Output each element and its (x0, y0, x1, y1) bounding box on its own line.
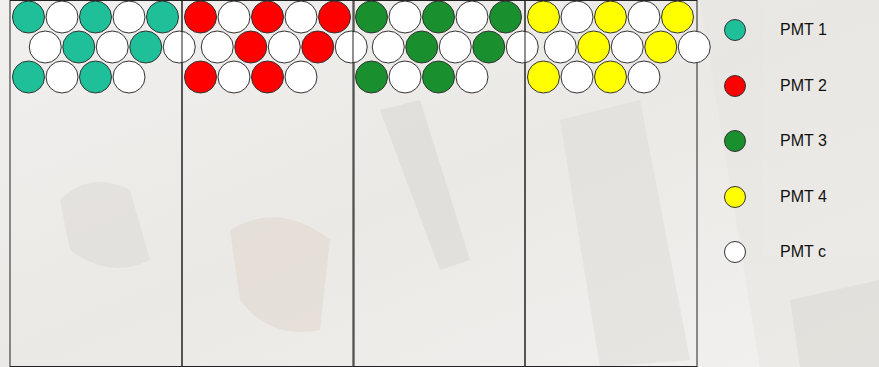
pmt-pixel (628, 61, 660, 93)
pmt-pixel (285, 1, 317, 33)
pmt-pixel (678, 31, 710, 63)
pmt-pixel (473, 31, 505, 63)
panel-border (10, 1, 182, 367)
pmt-pixel (578, 31, 610, 63)
faded-photo-shapes (60, 0, 879, 367)
pmt-pixel (252, 1, 284, 33)
legend-label: PMT 2 (780, 77, 827, 95)
pmt-pixel (218, 61, 250, 93)
pmt-panel (525, 1, 710, 367)
legend-entry: PMT 3 (724, 126, 827, 156)
pmt-pixel (544, 31, 576, 63)
pmt-pixel (335, 31, 367, 63)
pmt-pixel (130, 31, 162, 63)
pmt-pixel (13, 1, 45, 33)
pmt-pixel (356, 61, 388, 93)
pmt-pixel (268, 31, 300, 63)
pmt-pixel (645, 31, 677, 63)
pmt-pixel (561, 1, 593, 33)
panel-border (353, 1, 525, 367)
pmt-pixel (235, 31, 267, 63)
pmt-pixel (113, 61, 145, 93)
pmt-pixel (439, 31, 471, 63)
pmt-pixel (163, 31, 195, 63)
pmt-pixel (406, 31, 438, 63)
pmt-pixel (185, 1, 217, 33)
pmt-pixel (46, 61, 78, 93)
pmt-pixel (372, 31, 404, 63)
legend-label: PMT 1 (780, 21, 827, 39)
pmt-pixel (13, 61, 45, 93)
pmt-pixel (302, 31, 334, 63)
pmt-pixel (113, 1, 145, 33)
pmt-pixel (252, 61, 284, 93)
pmt-pixel (185, 61, 217, 93)
pmt-pixel (201, 31, 233, 63)
pmt-pixel (423, 61, 455, 93)
pmt-pixel (423, 1, 455, 33)
pmt-pixel (389, 1, 421, 33)
legend-swatch (724, 75, 746, 97)
pmt-pixel (456, 1, 488, 33)
pmt-pixel (389, 61, 421, 93)
panel-border (525, 1, 697, 367)
pmt-pixel (490, 1, 522, 33)
pmt-pixel (456, 61, 488, 93)
panel-border (182, 1, 354, 367)
pmt-pixel (218, 1, 250, 33)
legend-label: PMT 3 (780, 132, 827, 150)
legend-label: PMT c (780, 243, 826, 261)
legend-entry: PMT 4 (724, 182, 827, 212)
pmt-pixel (147, 1, 179, 33)
pmt-pixel (356, 1, 388, 33)
pmt-pixel (662, 1, 694, 33)
pmt-pixel (595, 1, 627, 33)
pmt-pixel (319, 1, 351, 33)
pmt-panel (182, 1, 367, 367)
legend-label: PMT 4 (780, 188, 827, 206)
legend-swatch (724, 19, 746, 41)
legend-entry: PMT 2 (724, 71, 827, 101)
pmt-pixel (528, 61, 560, 93)
pmt-pixel (506, 31, 538, 63)
pmt-pixel (528, 1, 560, 33)
legend-swatch (724, 186, 746, 208)
pmt-pixel (46, 1, 78, 33)
pmt-pixel (611, 31, 643, 63)
pmt-pixel (63, 31, 95, 63)
legend-entry: PMT c (724, 237, 826, 267)
legend-swatch (724, 241, 746, 263)
pmt-pixel (561, 61, 593, 93)
pmt-pixel (80, 1, 112, 33)
pmt-pixel (595, 61, 627, 93)
pmt-pixel (628, 1, 660, 33)
legend-swatch (724, 130, 746, 152)
pmt-pixel (80, 61, 112, 93)
pmt-pixel (96, 31, 128, 63)
pmt-pixel (285, 61, 317, 93)
pmt-pixel (29, 31, 61, 63)
pmt-panel (10, 1, 195, 367)
pmt-panel (353, 1, 538, 367)
legend-entry: PMT 1 (724, 15, 827, 45)
